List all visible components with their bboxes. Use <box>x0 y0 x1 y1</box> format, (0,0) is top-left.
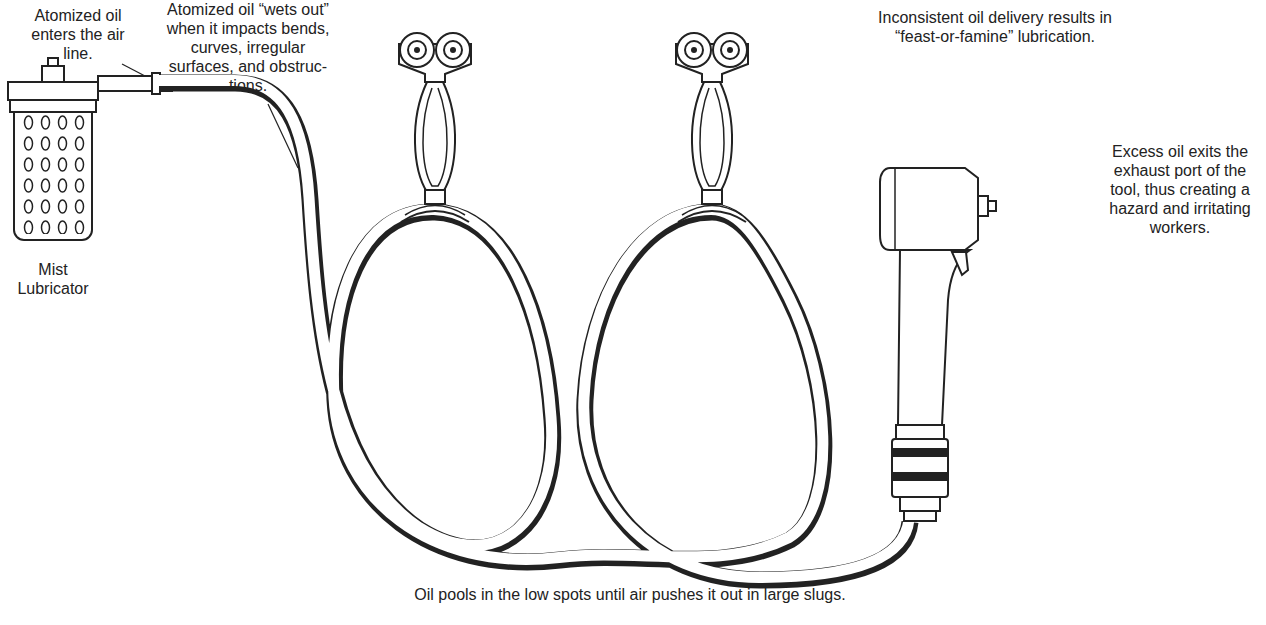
callout-note: Inconsistent oil delivery results in “fe… <box>870 8 1120 46</box>
hose-trolley <box>676 33 748 222</box>
caption-note: Oil pools in the low spots until air pus… <box>250 585 1010 604</box>
leader-line <box>122 64 145 76</box>
callout-note: Excess oil exits the exhaust port of the… <box>1100 142 1260 237</box>
air-hose <box>159 81 910 581</box>
mist-lubricator <box>8 58 98 240</box>
callout-note: Atomized oil enters the air line. <box>30 6 126 63</box>
leader-line <box>268 104 298 168</box>
part-name: Mist Lubricator <box>8 260 98 298</box>
hose-trolley <box>399 33 471 222</box>
impact-wrench <box>880 168 996 521</box>
callout-note: Atomized oil “wets out” when it impacts … <box>160 0 336 95</box>
